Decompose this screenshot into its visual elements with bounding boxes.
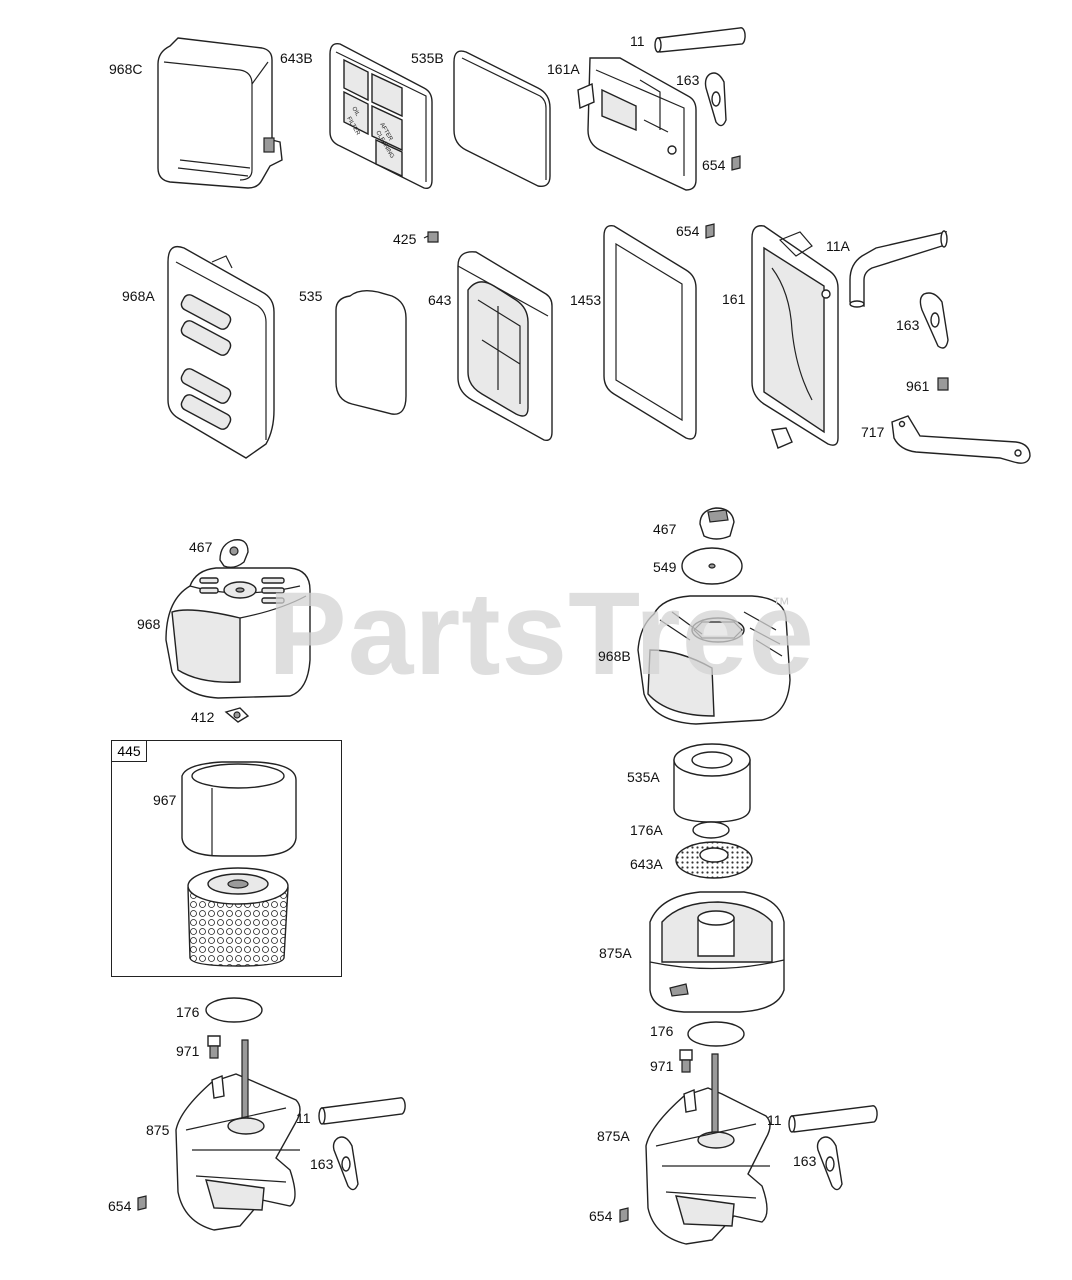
label-535B[interactable]: 535B <box>411 50 444 66</box>
part-643B-filter <box>329 43 433 190</box>
kit-445-label: 445 <box>111 740 147 762</box>
label-467-right[interactable]: 467 <box>653 521 677 537</box>
kit-445-box <box>111 740 342 977</box>
part-176-ring-right <box>687 1021 745 1047</box>
part-11A-elbow <box>849 230 948 308</box>
part-654-clip-right <box>619 1207 629 1223</box>
part-654-clip-left <box>137 1195 147 1211</box>
label-467-left[interactable]: 467 <box>189 539 213 555</box>
label-412[interactable]: 412 <box>191 709 215 725</box>
part-176-ring-left <box>205 997 263 1023</box>
label-425[interactable]: 425 <box>393 231 417 247</box>
part-968C-cover <box>157 37 283 189</box>
part-163-gasket-right <box>816 1136 843 1191</box>
part-161A-base <box>577 57 697 191</box>
part-467-knob-left <box>219 539 249 569</box>
label-717[interactable]: 717 <box>861 424 885 440</box>
label-163-left[interactable]: 163 <box>310 1156 334 1172</box>
label-643[interactable]: 643 <box>428 292 452 308</box>
part-161-base <box>751 225 839 449</box>
part-163-gasket-mid <box>919 292 949 349</box>
part-535A-foam-ring <box>673 743 751 823</box>
label-11A[interactable]: 11A <box>826 238 850 254</box>
part-968A-cover <box>167 245 275 459</box>
label-967[interactable]: 967 <box>153 792 177 808</box>
label-11-top[interactable]: 11 <box>630 33 645 49</box>
part-717-bracket <box>891 415 1031 464</box>
part-445-element <box>187 867 289 967</box>
part-968-cover <box>165 567 311 699</box>
label-968[interactable]: 968 <box>137 616 161 632</box>
label-968C[interactable]: 968C <box>109 61 143 77</box>
label-163-mid[interactable]: 163 <box>896 317 920 333</box>
part-967-precleaner <box>181 761 297 857</box>
label-654-top[interactable]: 654 <box>702 157 726 173</box>
filter-text-oil: OIL <box>350 106 360 118</box>
part-11-tube-right <box>788 1105 878 1133</box>
part-163-gasket-top <box>704 72 727 127</box>
label-875A-upper[interactable]: 875A <box>599 945 632 961</box>
part-412-wingnut <box>224 707 250 723</box>
part-535B-foam <box>453 50 551 187</box>
part-971-screw-left <box>207 1035 221 1059</box>
label-11-right[interactable]: 11 <box>767 1112 782 1128</box>
label-654-mid[interactable]: 654 <box>676 223 700 239</box>
part-11-tube-top <box>654 27 746 53</box>
label-654-left[interactable]: 654 <box>108 1198 132 1214</box>
part-11-tube-left <box>318 1097 406 1125</box>
label-654-right[interactable]: 654 <box>589 1208 613 1224</box>
trademark-symbol: ™ <box>772 594 790 614</box>
part-163-gasket-left <box>332 1136 359 1191</box>
part-1453-gasket <box>603 225 697 440</box>
label-549[interactable]: 549 <box>653 559 677 575</box>
part-968B-cover <box>637 595 791 725</box>
label-176A[interactable]: 176A <box>630 822 663 838</box>
label-968A[interactable]: 968A <box>122 288 155 304</box>
label-161A[interactable]: 161A <box>547 61 580 77</box>
label-875A-lower[interactable]: 875A <box>597 1128 630 1144</box>
part-875A-upper-base <box>649 891 785 1013</box>
label-163-top[interactable]: 163 <box>676 72 700 88</box>
watermark: PartsTree <box>268 568 815 700</box>
part-643-plate <box>457 251 553 442</box>
label-163-right[interactable]: 163 <box>793 1153 817 1169</box>
label-11-left[interactable]: 11 <box>296 1110 311 1126</box>
part-467-knob-right <box>699 507 735 540</box>
part-971-screw-right <box>679 1049 693 1073</box>
part-643A-screen <box>675 841 753 879</box>
part-875-base <box>175 1039 301 1231</box>
part-961-screw <box>937 377 949 391</box>
label-176-right[interactable]: 176 <box>650 1023 674 1039</box>
part-875A-lower-base <box>645 1053 771 1245</box>
part-535-foam <box>335 289 407 415</box>
part-425-screw <box>423 231 439 243</box>
label-971-right[interactable]: 971 <box>650 1058 674 1074</box>
label-535A[interactable]: 535A <box>627 769 660 785</box>
part-176A-ring <box>692 821 730 839</box>
label-161[interactable]: 161 <box>722 291 746 307</box>
label-176-left[interactable]: 176 <box>176 1004 200 1020</box>
label-535[interactable]: 535 <box>299 288 323 304</box>
label-643B[interactable]: 643B <box>280 50 313 66</box>
label-1453[interactable]: 1453 <box>570 292 602 308</box>
label-875[interactable]: 875 <box>146 1122 170 1138</box>
label-643A[interactable]: 643A <box>630 856 663 872</box>
part-654-clip-mid <box>705 223 715 239</box>
part-654-clip-top <box>731 155 741 171</box>
label-961[interactable]: 961 <box>906 378 930 394</box>
label-971-left[interactable]: 971 <box>176 1043 200 1059</box>
part-549-disc <box>681 547 743 585</box>
label-968B[interactable]: 968B <box>598 648 631 664</box>
